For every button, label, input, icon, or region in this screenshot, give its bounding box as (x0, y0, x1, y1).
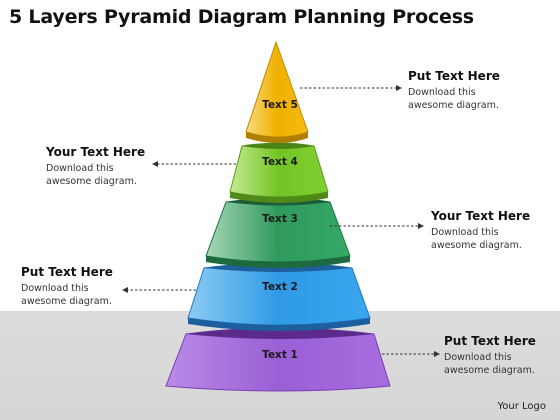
arrow-head-icon (122, 287, 128, 293)
callout-heading: Put Text Here (21, 265, 113, 279)
arrow-head-icon (396, 85, 402, 91)
pyramid-layer-4: Text 4 (229, 142, 329, 203)
callout-heading: Your Text Here (46, 145, 146, 159)
callout-upper-left: Your Text Here Download this awesome dia… (46, 145, 176, 188)
callout-top-right: Put Text Here Download this awesome diag… (408, 69, 538, 112)
arrow-head-icon (152, 161, 158, 167)
pyramid-layer-5: Text 5 (245, 40, 309, 143)
callout-body: Download this awesome diagram. (46, 163, 137, 187)
callout-body: Download this awesome diagram. (408, 87, 499, 111)
layer-label-3: Text 3 (262, 213, 298, 225)
arrow-head-icon (434, 351, 440, 357)
callout-body: Download this awesome diagram. (431, 227, 522, 251)
pyramid-layer-1: Text 1 (165, 327, 391, 392)
logo: Your Logo (497, 401, 546, 412)
callout-heading: Put Text Here (408, 69, 500, 83)
layer-label-1: Text 1 (262, 349, 298, 361)
callout-heading: Your Text Here (431, 209, 531, 223)
pyramid-layer-2: Text 2 (187, 262, 371, 331)
page-title: 5 Layers Pyramid Diagram Planning Proces… (9, 6, 474, 28)
callout-heading: Put Text Here (444, 334, 536, 348)
callout-body: Download this awesome diagram. (444, 352, 535, 376)
layer-label-4: Text 4 (262, 156, 298, 168)
arrow-head-icon (418, 223, 424, 229)
callout-lower-left: Put Text Here Download this awesome diag… (21, 265, 151, 308)
layer-label-2: Text 2 (262, 281, 298, 293)
callout-body: Download this awesome diagram. (21, 283, 112, 307)
pyramid-layer-3: Text 3 (205, 197, 351, 268)
layer-label-5: Text 5 (262, 99, 298, 111)
callout-bottom-right: Put Text Here Download this awesome diag… (444, 334, 560, 377)
callout-middle-right: Your Text Here Download this awesome dia… (431, 209, 560, 252)
